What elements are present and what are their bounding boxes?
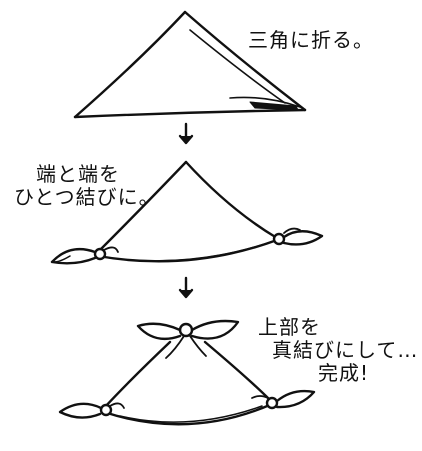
step3-caption-line: 完成!: [318, 361, 370, 385]
step2-caption: 端と端を ひとつ結びに。: [14, 163, 160, 209]
step2-caption-line: 端と端を: [36, 162, 120, 186]
step3-finished-bag-illustration: [58, 319, 316, 426]
down-arrow-icon: [178, 122, 194, 145]
step3-caption-line: 上部を: [258, 315, 321, 339]
step3-caption: 上部を 真結びにして… 完成!: [258, 316, 418, 385]
step1-triangle-illustration: [73, 10, 307, 119]
down-arrow-icon: [178, 276, 194, 299]
step3-caption-line: 真結びにして…: [272, 338, 419, 362]
step2-caption-line: ひとつ結びに。: [14, 185, 160, 209]
step1-caption: 三角に折る。: [248, 28, 374, 52]
step2-knotted-corners-illustration: [50, 160, 324, 265]
